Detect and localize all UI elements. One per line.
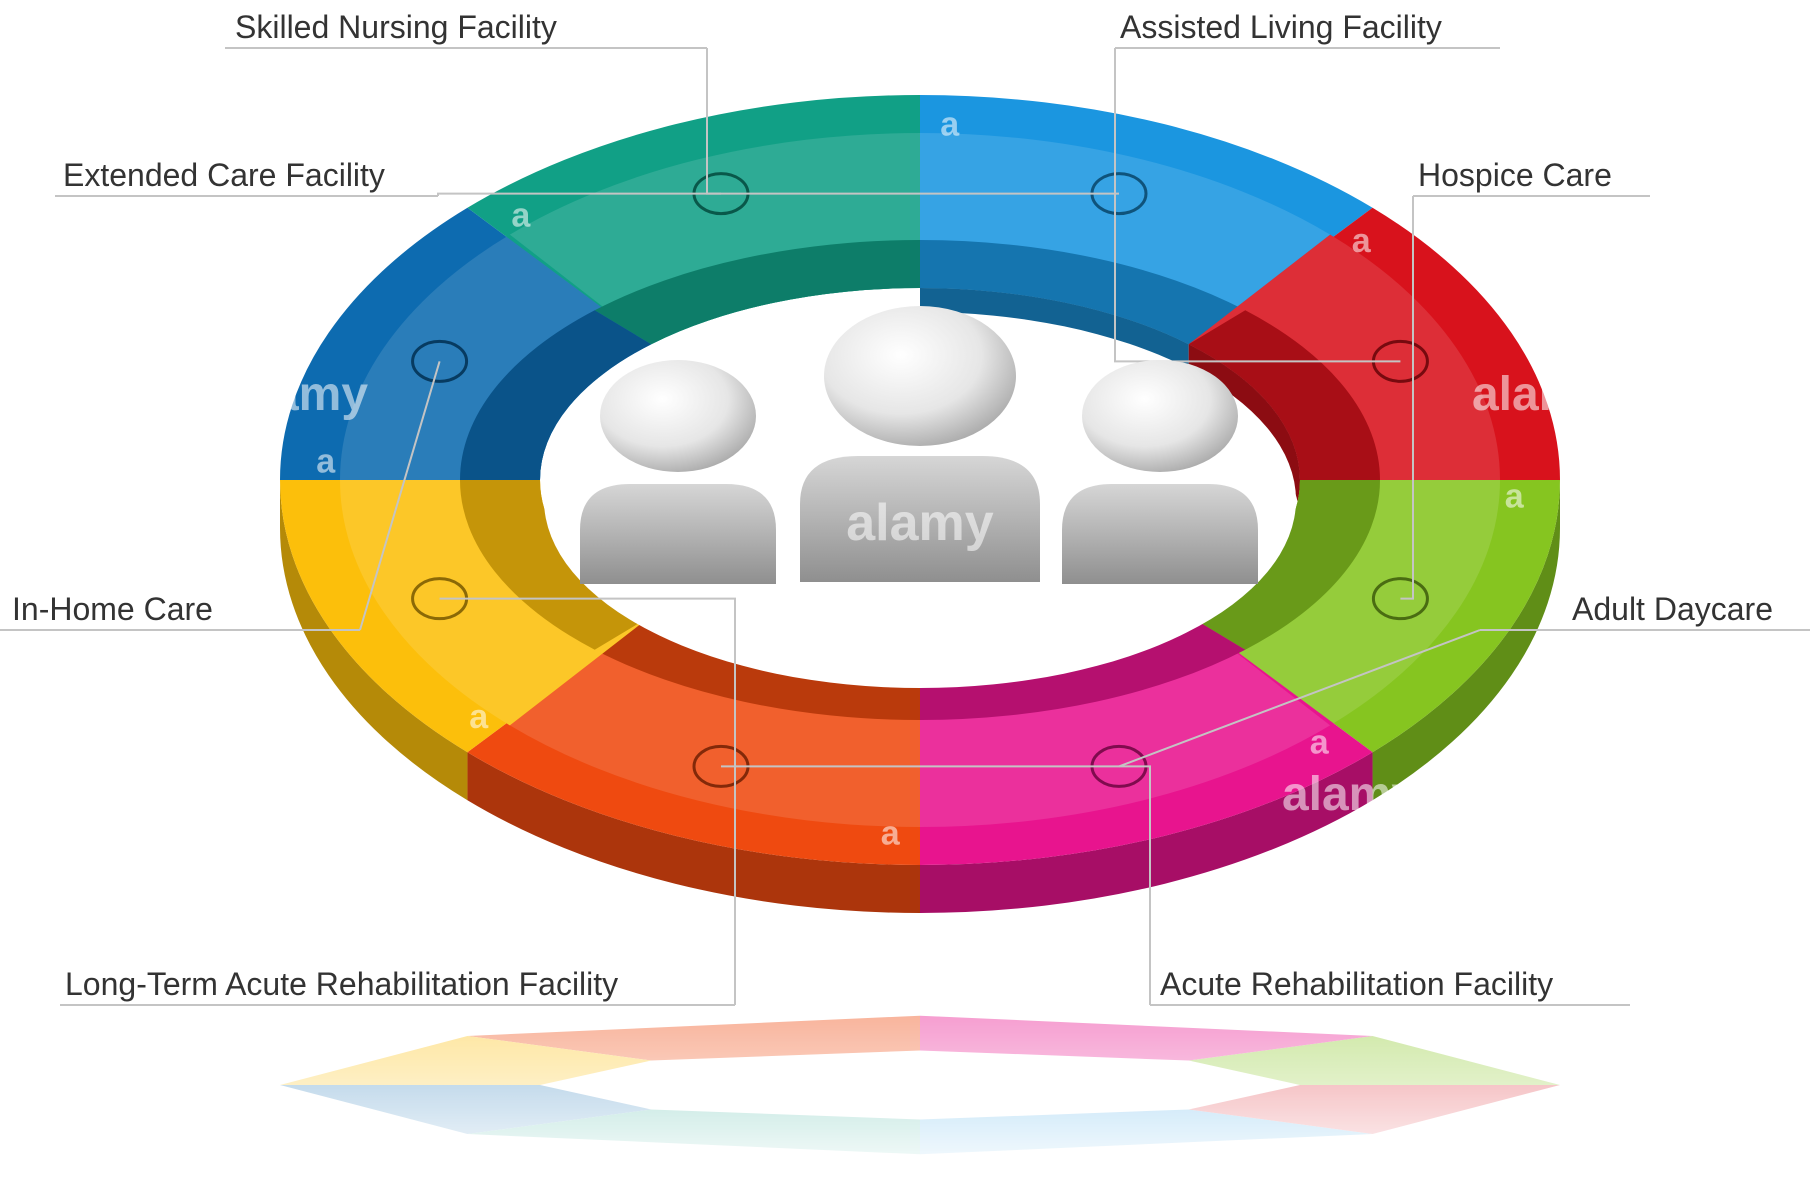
leader-in-home (0, 361, 441, 631)
ring-segments (280, 95, 1560, 865)
segment-assisted-living (1188, 207, 1560, 524)
person-left-icon (580, 360, 776, 584)
watermark-letter: a (881, 815, 901, 853)
reflection-segment-acute-rehab (467, 1015, 920, 1061)
reflection-segment-skilled-nursing (920, 1109, 1373, 1155)
wall-hospice (1372, 480, 1560, 801)
watermark-lower-right: alamy (1282, 768, 1418, 821)
wall-ltac-rehab (280, 480, 468, 801)
leader-ltac-rehab (60, 597, 736, 1006)
watermark-letter: a (1310, 723, 1330, 761)
leader-assisted-living (1114, 47, 1500, 363)
reflection-segment-adult-daycare (920, 1015, 1373, 1061)
label-leader-lines (0, 47, 1810, 1006)
wall-acute-rehab (467, 752, 920, 913)
watermark-letter: a (1352, 222, 1372, 260)
label-assisted-living: Assisted Living Facility (1120, 9, 1442, 45)
label-adult-daycare: Adult Daycare (1572, 591, 1773, 627)
reflection-segment-hospice (1188, 1035, 1560, 1085)
person-right-icon (1062, 360, 1258, 584)
label-acute-rehab: Acute Rehabilitation Facility (1160, 966, 1553, 1002)
segment-extended-care (467, 95, 920, 345)
person-center-icon (800, 306, 1040, 582)
leader-extended-care (55, 192, 722, 197)
watermark-center: alamy (846, 494, 994, 552)
leader-hospice (1400, 195, 1650, 600)
label-in-home: In-Home Care (12, 591, 213, 627)
watermark-letter: a (469, 698, 489, 736)
label-hospice: Hospice Care (1418, 157, 1612, 193)
reflection-segment-ltac-rehab (280, 1035, 652, 1085)
reflection-segment-in-home (280, 1085, 652, 1135)
ring-side-walls (280, 480, 1560, 913)
watermark-right: alamy (1472, 368, 1608, 421)
segment-in-home (280, 207, 652, 480)
segment-labels: Skilled Nursing Facility Assisted Living … (10, 7, 1776, 1005)
label-ltac-rehab: Long-Term Acute Rehabilitation Facility (65, 966, 618, 1002)
ring-reflection (280, 1015, 1560, 1155)
marker-hospice (1371, 577, 1429, 621)
segment-skilled-nursing (920, 95, 1373, 388)
leader-acute-rehab (721, 765, 1630, 1006)
marker-in-home (411, 339, 469, 383)
wall-adult-daycare (920, 752, 1373, 913)
reflection-segment-extended-care (467, 1109, 920, 1155)
label-extended-care: Extended Care Facility (63, 157, 385, 193)
watermark: alamy alamy alamy alamy (232, 368, 1608, 821)
label-skilled-nursing: Skilled Nursing Facility (235, 9, 557, 45)
watermark-left: alamy (232, 368, 368, 421)
watermark-letter: a (316, 442, 336, 480)
reflection-segment-assisted-living (1188, 1085, 1560, 1135)
watermark-letter: a (1505, 478, 1525, 516)
watermark-letter: a (511, 197, 531, 235)
leader-adult-daycare (1118, 629, 1810, 768)
watermark-letter: a (940, 105, 960, 143)
people-group-icon (580, 306, 1258, 584)
